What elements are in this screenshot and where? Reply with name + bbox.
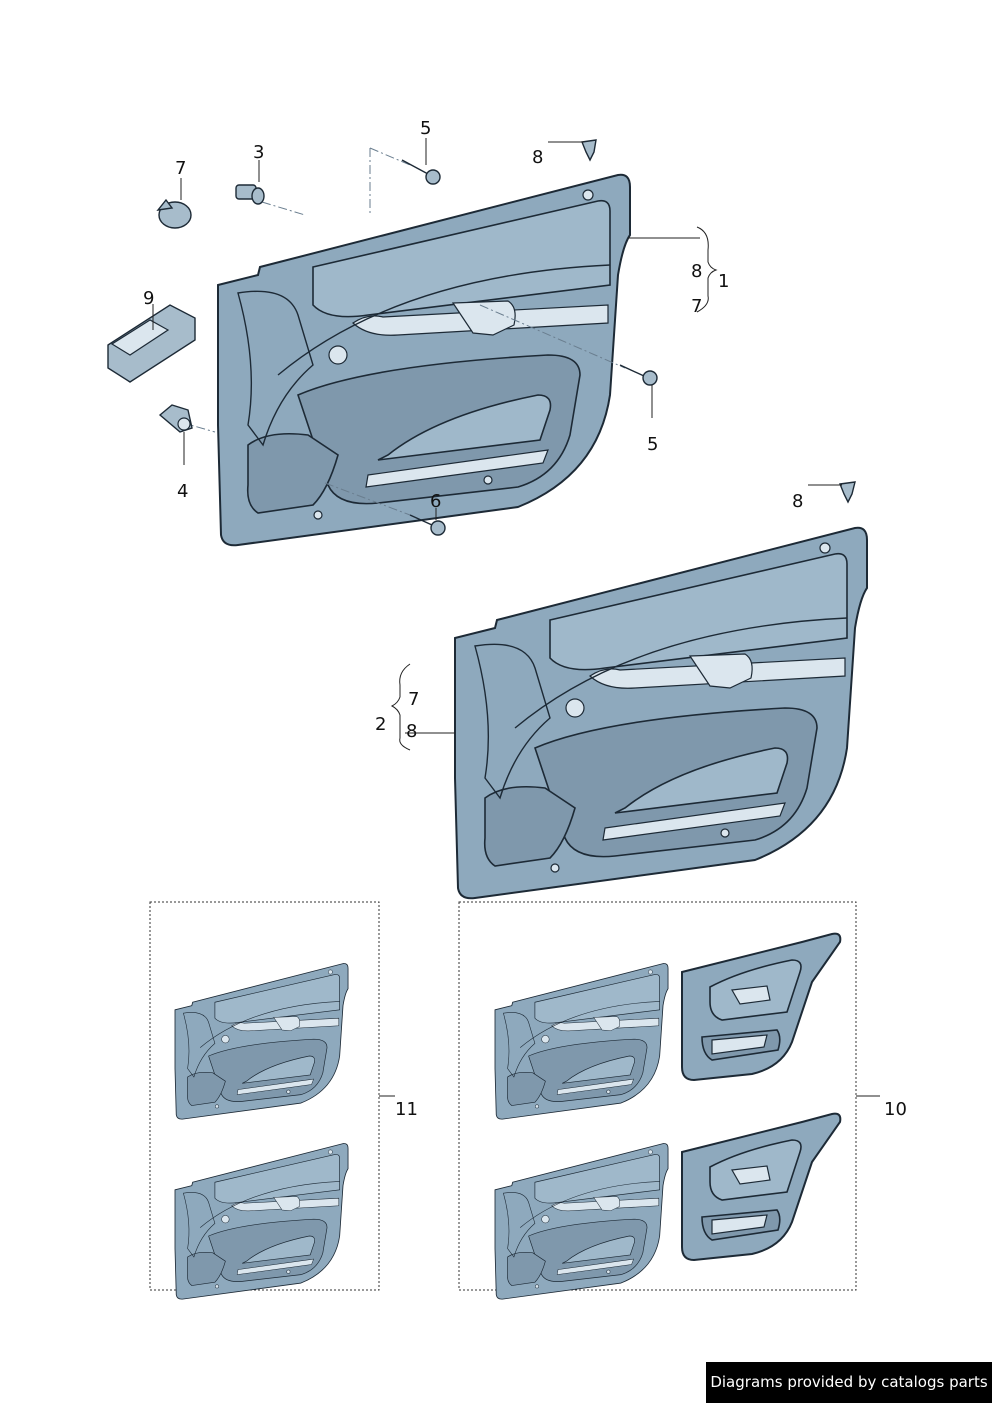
retainer-8-lower-part xyxy=(839,481,856,504)
leader-screw-5-top-b xyxy=(369,147,411,166)
callout-6: 6 xyxy=(430,491,441,512)
brace-1 xyxy=(696,226,718,313)
callout-3: 3 xyxy=(253,142,264,163)
callout-4: 4 xyxy=(177,481,188,502)
screw-5-top-part xyxy=(401,159,441,185)
screw-5-right-part xyxy=(619,364,658,386)
callout-8-bracket-2: 8 xyxy=(406,721,417,742)
leader-screw-6 xyxy=(324,482,411,516)
group-10-front-panel-b xyxy=(494,1143,669,1300)
callout-7-bracket-1: 7 xyxy=(691,296,702,317)
group-10-rear-panel-b xyxy=(681,1112,842,1261)
screw-6-part xyxy=(409,514,446,536)
block-9-part xyxy=(107,304,196,383)
clip-4-part xyxy=(158,404,193,433)
callout-2: 2 xyxy=(375,714,386,735)
front-door-trim-panel xyxy=(217,173,631,547)
callout-5-right: 5 xyxy=(647,434,658,455)
brace-2 xyxy=(390,663,411,751)
callout-5-top: 5 xyxy=(420,118,431,139)
group-11-panel-a xyxy=(174,963,349,1120)
group-10-front-panel-a xyxy=(494,963,669,1120)
callout-8-lower: 8 xyxy=(792,491,803,512)
expanding-clip-3-part xyxy=(235,184,265,205)
callout-11: 11 xyxy=(395,1099,418,1120)
leader-screw-5-right xyxy=(479,304,626,369)
callout-1: 1 xyxy=(718,271,729,292)
callout-7-bracket-2: 7 xyxy=(408,689,419,710)
group-10-rear-panel-a xyxy=(681,932,842,1081)
callout-7: 7 xyxy=(175,158,186,179)
callout-10: 10 xyxy=(884,1099,907,1120)
retainer-8-top-part xyxy=(581,139,597,162)
callout-8-top: 8 xyxy=(532,147,543,168)
credit-label: Diagrams provided by catalogs parts xyxy=(706,1362,992,1403)
callout-8-bracket-1: 8 xyxy=(691,261,702,282)
group-11-frame xyxy=(149,901,380,1291)
front-door-trim-panel-opposite xyxy=(454,526,868,900)
group-10-frame xyxy=(458,901,857,1291)
clip-7-part xyxy=(156,198,192,229)
leader-clip-3 xyxy=(261,201,306,216)
group-11-panel-b xyxy=(174,1143,349,1300)
callout-9: 9 xyxy=(143,288,154,309)
